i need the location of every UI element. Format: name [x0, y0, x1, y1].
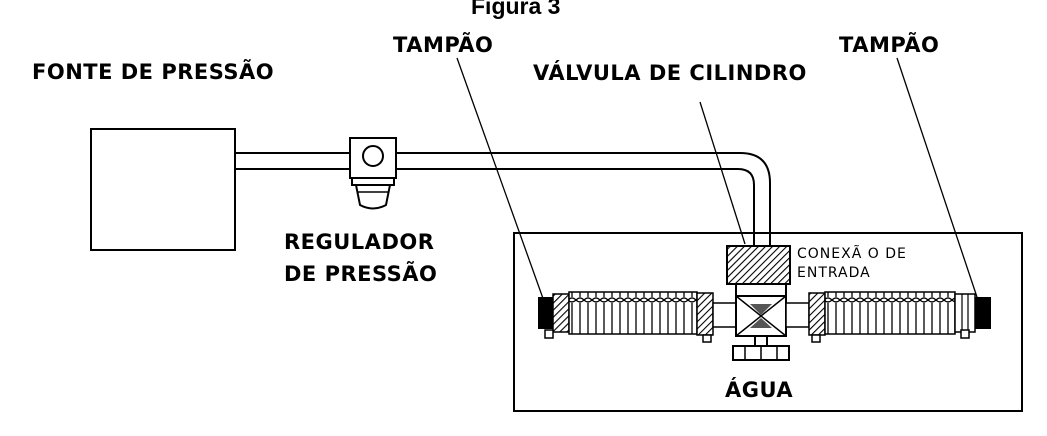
- cap-right-label: TAMPÃO: [839, 33, 940, 57]
- right-coupling: [785, 292, 826, 343]
- left-cap: [538, 293, 570, 339]
- inlet-connection-label-line1: CONEXÃ O DE: [797, 246, 907, 262]
- cylinder-valve-body: [732, 283, 790, 361]
- inlet-connection-label-line2: ENTRADA: [797, 265, 871, 281]
- cap-left-label: TAMPÃO: [393, 33, 494, 57]
- pressure-source-label: FONTE DE PRESSÃO: [32, 60, 275, 84]
- water-tank: [513, 232, 1023, 412]
- right-cap: [954, 293, 991, 339]
- right-corrugated-hose: [824, 291, 956, 335]
- supply-pipe: [235, 152, 771, 246]
- cylinder-valve-label: VÁLVULA DE CILINDRO: [533, 61, 807, 85]
- figure-title: Figura 3: [471, 0, 561, 19]
- pressure-regulator: [349, 137, 397, 210]
- left-coupling: [696, 292, 737, 343]
- inlet-connection: [726, 245, 791, 285]
- pressure-source-box: [90, 128, 236, 251]
- water-label: ÁGUA: [725, 378, 794, 402]
- regulator-label-line2: DE PRESSÃO: [284, 262, 438, 286]
- left-corrugated-hose: [568, 291, 698, 335]
- regulator-label-line1: REGULADOR: [284, 230, 435, 254]
- leader-lines: [456, 57, 983, 319]
